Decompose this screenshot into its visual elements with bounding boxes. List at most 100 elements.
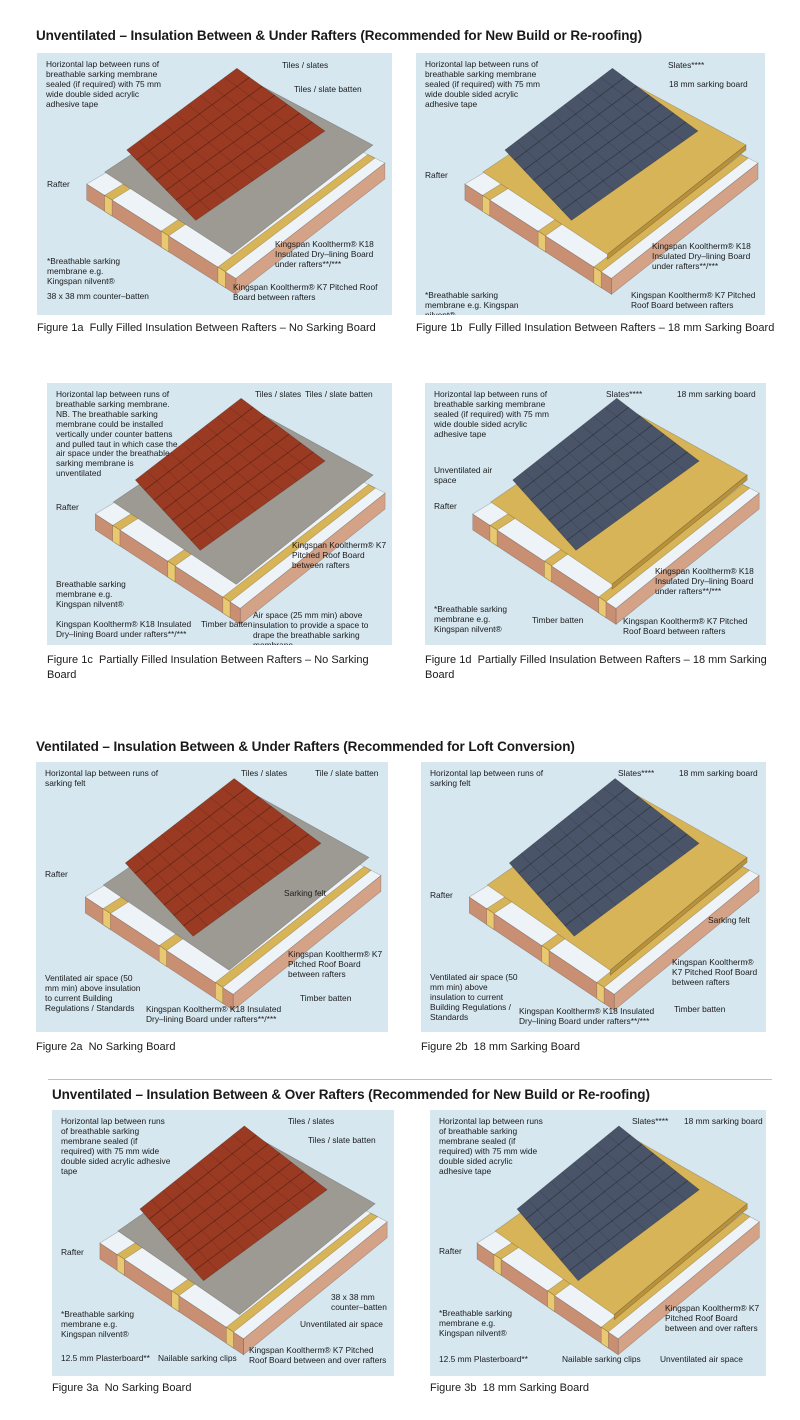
tile-joint-line	[603, 787, 686, 854]
label-timber-batten: Timber batten	[201, 619, 253, 629]
label-breathable-membrane: *Breathable sarking membrane e.g. Kingsp…	[61, 1309, 135, 1339]
label-horizontal-lap: Horizontal lap between runs of breathabl…	[439, 1116, 543, 1176]
tile-joint-line	[588, 86, 671, 152]
label-rafter: Rafter	[430, 890, 453, 900]
caption-text: 18 mm Sarking Board	[482, 1382, 589, 1394]
tile-joint-line	[539, 1190, 606, 1261]
tile-joint-line	[212, 86, 297, 152]
label-timber-batten: Timber batten	[532, 615, 584, 625]
tile-course-line	[163, 815, 284, 906]
label-horizontal-lap: Horizontal lap between runs of breathabl…	[61, 1116, 171, 1176]
tile-joint-line	[174, 1181, 245, 1251]
caption-number: Figure 1a	[37, 322, 84, 334]
tile-joint-line	[220, 1144, 300, 1211]
figure-1b-caption: Figure 1b Fully Filled Insulation Betwee…	[416, 321, 776, 336]
tile-course-line	[518, 787, 628, 874]
label-plasterboard: 12.5 mm Plasterboard**	[61, 1353, 150, 1363]
tile-joint-line	[552, 113, 628, 181]
rafter-end	[537, 230, 546, 253]
label-rafter: Rafter	[425, 170, 448, 180]
label-tiles-slates: Tiles / slates	[241, 768, 288, 778]
tile-joint-line	[150, 131, 225, 201]
label-horizontal-lap: Horizontal lap between runs of sarking f…	[45, 768, 159, 788]
label-horizontal-lap: Horizontal lap between runs of breathabl…	[425, 59, 540, 109]
figure-1b-diagram: Horizontal lap between runs of breathabl…	[416, 53, 765, 315]
tile-joint-line	[520, 853, 589, 927]
tile-joint-line	[137, 853, 208, 927]
tile-joint-line	[584, 1153, 660, 1221]
label-plasterboard: 12.5 mm Plasterboard**	[439, 1354, 528, 1364]
tile-joint-line	[573, 1162, 646, 1231]
tile-course-line	[542, 1152, 654, 1241]
tile-joint-line	[221, 787, 307, 854]
tile-course-line	[144, 406, 254, 491]
rafter-end	[102, 908, 111, 931]
figure-2b-diagram: Horizontal lap between runs of sarking f…	[421, 762, 766, 1032]
label-k18-board: Kingspan Kooltherm® K18 Insulated Dry–li…	[519, 1006, 655, 1026]
roof-slates	[508, 778, 700, 937]
rafter-end	[596, 981, 605, 1004]
tile-course-line	[536, 805, 652, 895]
label-slate-batten: Tile / slate batten	[315, 768, 379, 778]
tile-course-line	[190, 451, 314, 541]
roof-build-up-illustration	[476, 1125, 760, 1356]
caption-number: Figure 3b	[430, 1382, 477, 1394]
figure-1c-diagram: Horizontal lap between runs of breathabl…	[47, 383, 392, 645]
label-slates: Slates****	[668, 60, 705, 70]
tile-joint-line	[593, 416, 672, 482]
roof-slates	[516, 1125, 700, 1282]
tile-joint-line	[570, 434, 645, 501]
label-k7-board: Kingspan Kooltherm® K7 Pitched Roof Boar…	[292, 540, 387, 570]
tile-course-line	[542, 103, 662, 191]
label-slate-batten: Tiles / slate batten	[305, 389, 373, 399]
figure-3a-caption: Figure 3a No Sarking Board	[52, 1381, 394, 1396]
tile-joint-line	[146, 470, 215, 541]
tile-joint-line	[605, 407, 686, 472]
label-k18-board: Kingspan Kooltherm® K18 Insulated Dry–li…	[655, 566, 754, 596]
label-k7-board: Kingspan Kooltherm® K7 Pitched Roof Boar…	[288, 949, 383, 979]
rafter-end	[225, 1326, 234, 1349]
rafter-end	[489, 524, 498, 547]
tile-course-line	[165, 103, 288, 191]
tile-joint-line	[558, 443, 631, 511]
tile-joint-line	[528, 131, 600, 201]
section-divider	[48, 1079, 772, 1080]
tile-course-line	[185, 121, 313, 211]
figure-1c-caption: Figure 1c Partially Filled Insulation Be…	[47, 653, 392, 682]
label-k18-board: Kingspan Kooltherm® K18 Insulated Dry–li…	[652, 241, 751, 271]
label-sarking-clips: Nailable sarking clips	[562, 1354, 641, 1364]
label-sarking-felt: Sarking felt	[708, 915, 750, 925]
tile-course-line	[144, 796, 260, 885]
tile-joint-line	[544, 834, 617, 906]
label-breathable-membrane: *Breathable sarking membrane e.g. Kingsp…	[425, 290, 519, 315]
tile-joint-line	[607, 1134, 687, 1201]
tile-joint-line	[138, 140, 211, 211]
rafter-end	[482, 194, 491, 217]
figure-1a-caption: Figure 1a Fully Filled Insulation Betwee…	[37, 321, 392, 336]
tile-joint-line	[186, 1171, 259, 1241]
tile-joint-line	[547, 452, 618, 521]
figure-3b-caption: Figure 3b 18 mm Sarking Board	[430, 1381, 766, 1396]
tile-course-line	[566, 451, 688, 541]
tile-course-line	[546, 815, 664, 906]
rafter-end	[486, 908, 495, 931]
tile-joint-line	[158, 461, 229, 531]
section-title-ventilated: Ventilated – Insulation Between & Under …	[36, 739, 575, 754]
tile-course-line	[539, 424, 653, 511]
rafter	[222, 484, 376, 603]
label-rafter: Rafter	[56, 502, 79, 512]
caption-text: Partially Filled Insulation Between Raft…	[47, 654, 369, 681]
tile-course-line	[564, 833, 688, 927]
tile-joint-line	[209, 1153, 287, 1221]
rafter-end	[541, 945, 550, 968]
label-k7-board: Kingspan Kooltherm® K7 Pitched Roof Boar…	[631, 290, 756, 310]
tile-course-line	[525, 1134, 631, 1220]
caption-text: Fully Filled Insulation Between Rafters …	[89, 322, 376, 334]
label-k7-board: Kingspan Kooltherm® K7 Pitched Roof Boar…	[672, 957, 758, 987]
tile-joint-line	[161, 834, 236, 906]
roof-tiles	[124, 778, 322, 937]
rafter-end	[547, 1290, 555, 1313]
roof-build-up-illustration	[86, 67, 386, 295]
caption-number: Figure 2a	[36, 1041, 83, 1053]
tile-joint-line	[229, 407, 312, 472]
